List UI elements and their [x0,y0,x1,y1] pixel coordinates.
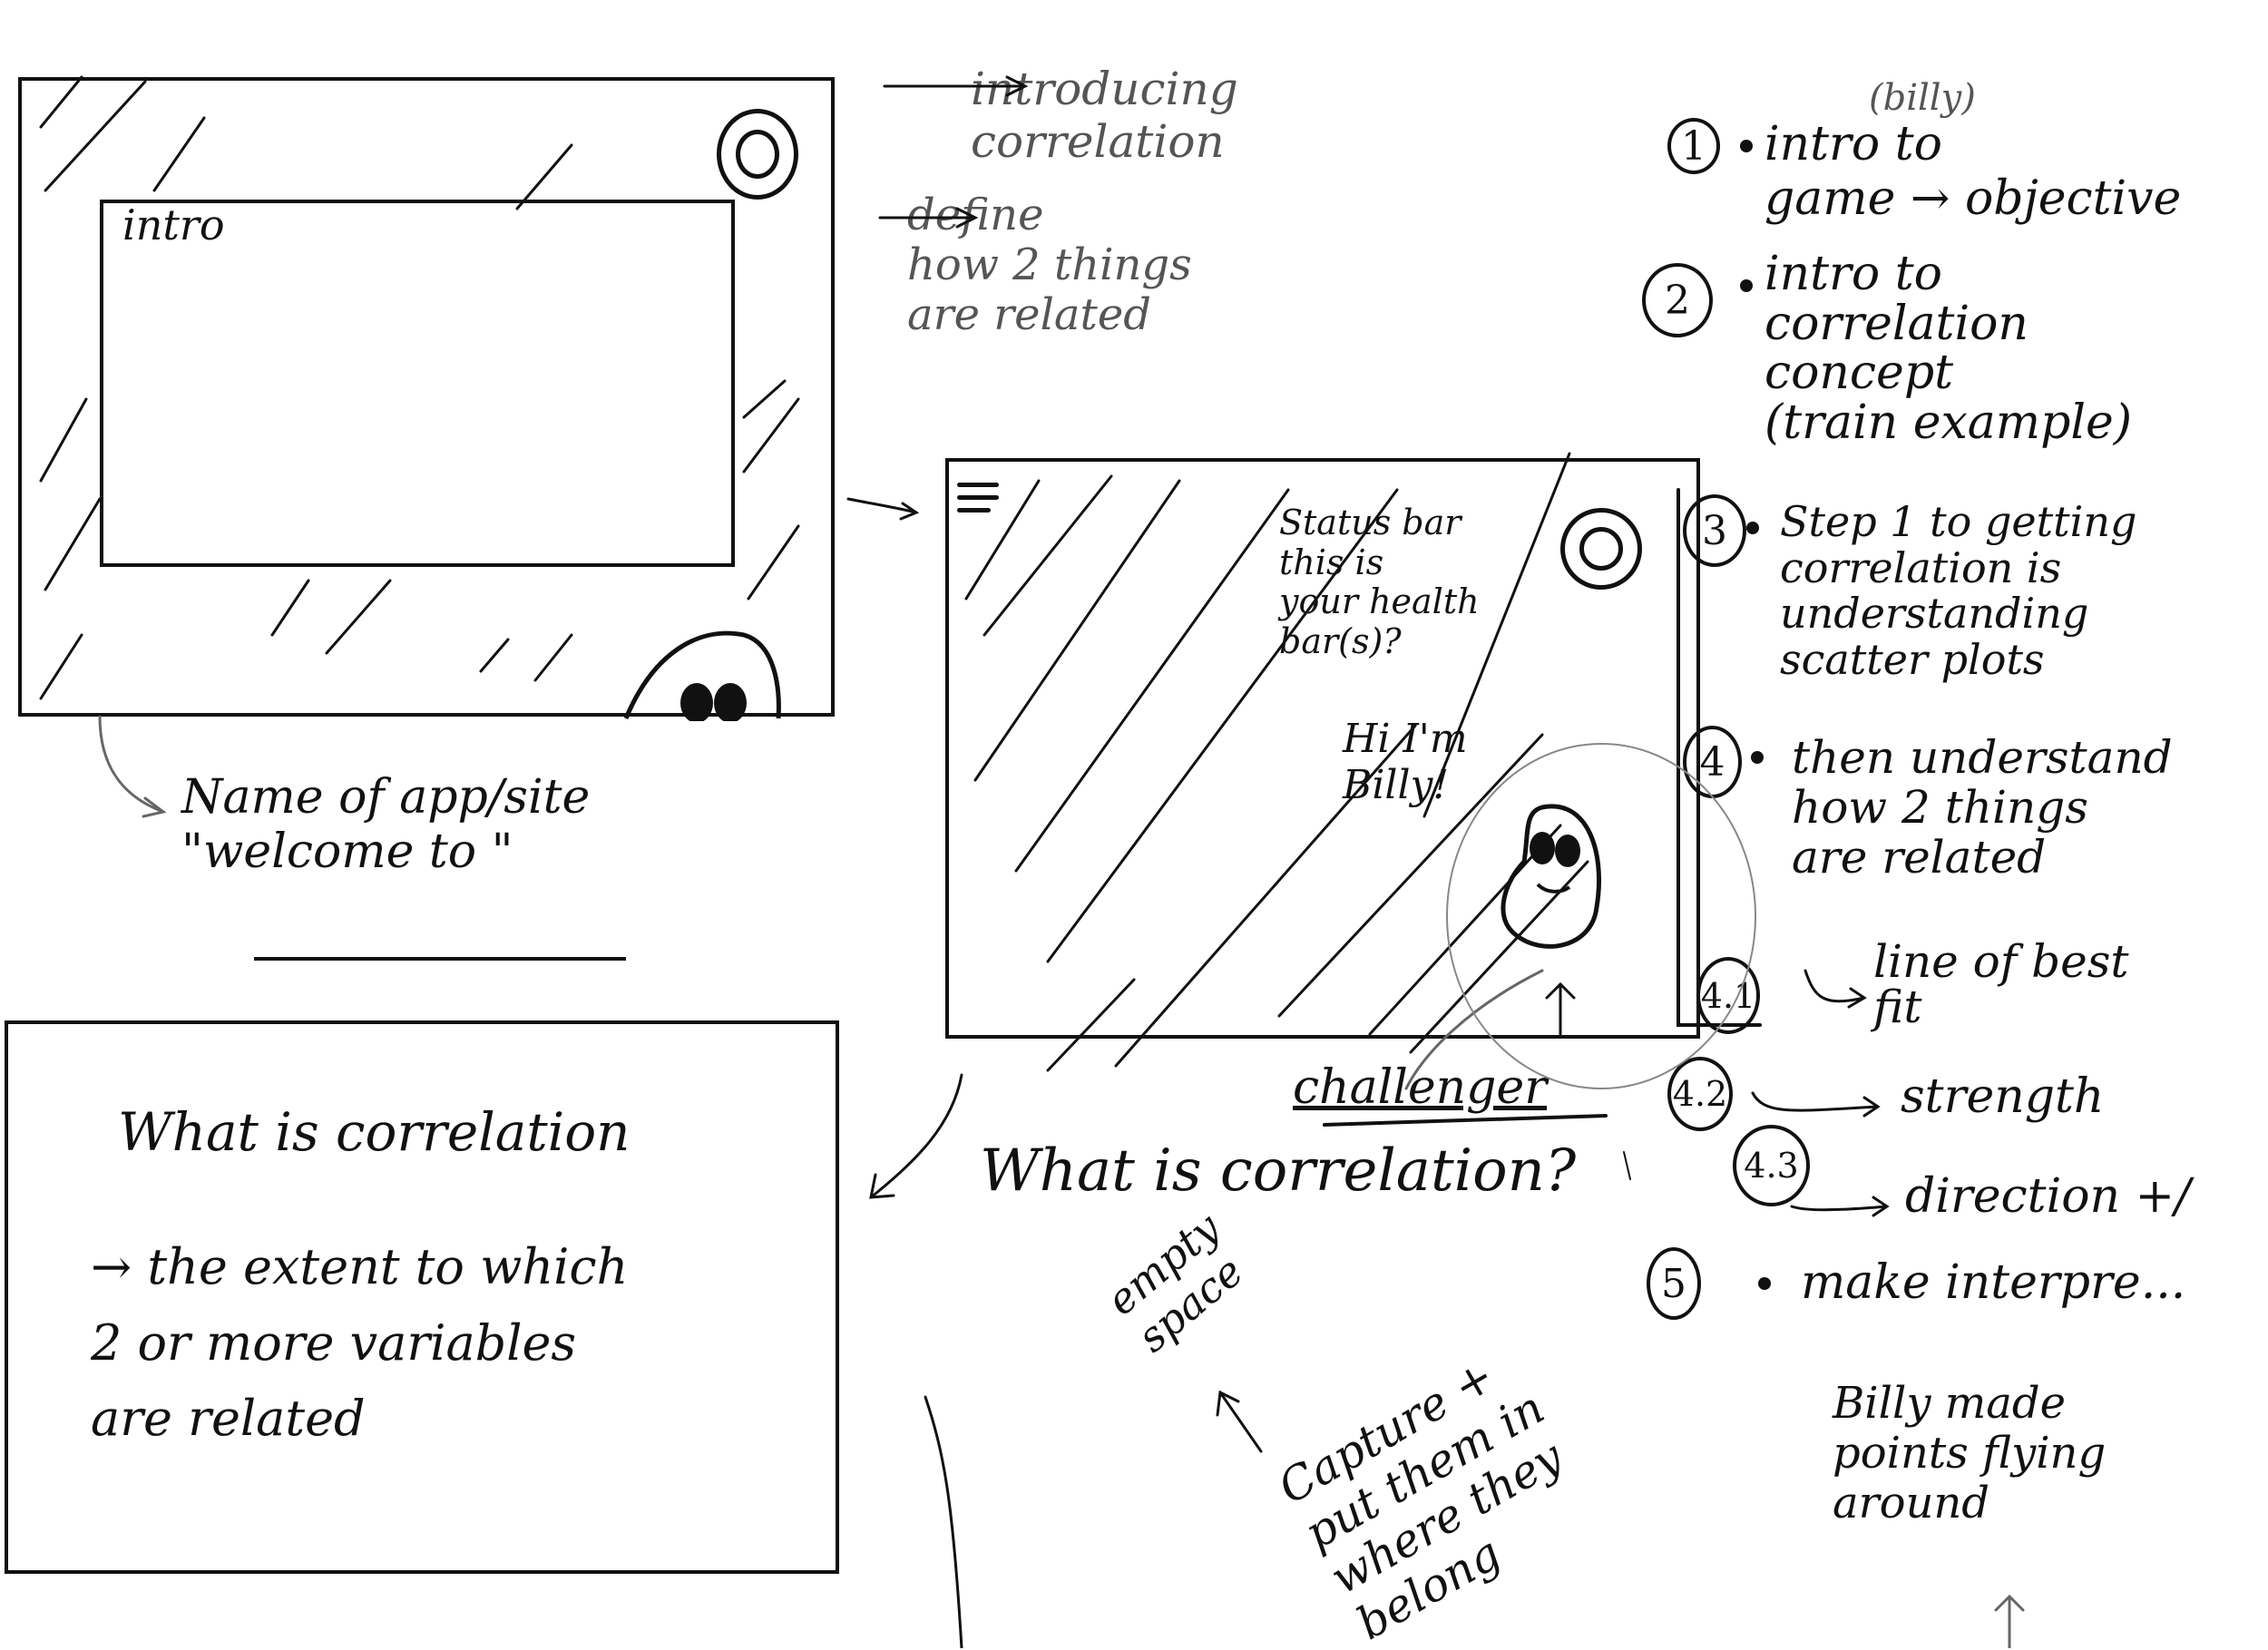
side-note-define: define how 2 things are related [907,190,1192,341]
definition-text: → the extent to which 2 or more variable… [91,1238,629,1448]
step-bullet [1746,522,1759,534]
step-number-3: 3 [1683,494,1746,567]
step-number-4: 4 [1683,726,1742,798]
step-number-4-3: 4.3 [1733,1125,1810,1206]
frame1-intro-screen [18,77,835,717]
step-number-1: 1 [1667,118,1720,174]
step-bullet [1740,279,1753,292]
record-button-icon[interactable] [717,109,798,200]
step-number-5: 5 [1647,1247,1701,1320]
step-text-5: make interpre... [1801,1255,2186,1310]
billy-points-note: Billy made points flying around [1833,1378,2107,1529]
definition-heading: What is correlation [118,1101,631,1163]
billy-speech: Hi I'm Billy! [1343,716,1468,808]
step-text-4-3: direction +/ [1905,1169,2191,1224]
billy-peeking-icon [623,630,781,721]
intro-panel [100,200,735,567]
side-note-introducing: introducing correlation [971,63,1238,168]
frame3-definition-screen [5,1020,839,1574]
step-bullet [1758,1277,1771,1290]
what-is-correlation-caption: What is correlation? [980,1137,1577,1205]
billy-character-icon [1501,804,1601,949]
app-name-blank-line [254,957,626,961]
record-button-icon[interactable] [1560,508,1642,590]
step-text-1: intro to game → objective [1765,117,2182,226]
capture-note: Capture + put them in where they belong [1269,1349,1572,1650]
step-number-4-1: 4.1 [1696,957,1760,1034]
step-number-2: 2 [1642,263,1713,337]
menu-icon[interactable] [957,483,999,521]
app-name-note: Name of app/site "welcome to " [181,770,591,879]
step-number-4-2: 4.2 [1667,1057,1733,1131]
empty-space-note: empty space [1097,1203,1253,1362]
step-bullet [1740,140,1753,152]
step-text-4-1: line of best fit [1873,935,2129,1033]
step-text-3: Step 1 to getting correlation is underst… [1780,497,2137,684]
challenger-label: challenger [1293,1060,1548,1115]
step-text-2: intro to correlation concept (train exam… [1765,247,2133,450]
step-text-4: then understand how 2 things are related [1792,731,2173,884]
intro-panel-label: intro [122,200,225,249]
step1-annotation: (billy) [1869,77,1976,119]
step-text-4-2: strength [1901,1069,2105,1124]
status-bar-note: Status bar this is your health bar(s)? [1279,503,1480,662]
step-bullet [1751,751,1764,764]
